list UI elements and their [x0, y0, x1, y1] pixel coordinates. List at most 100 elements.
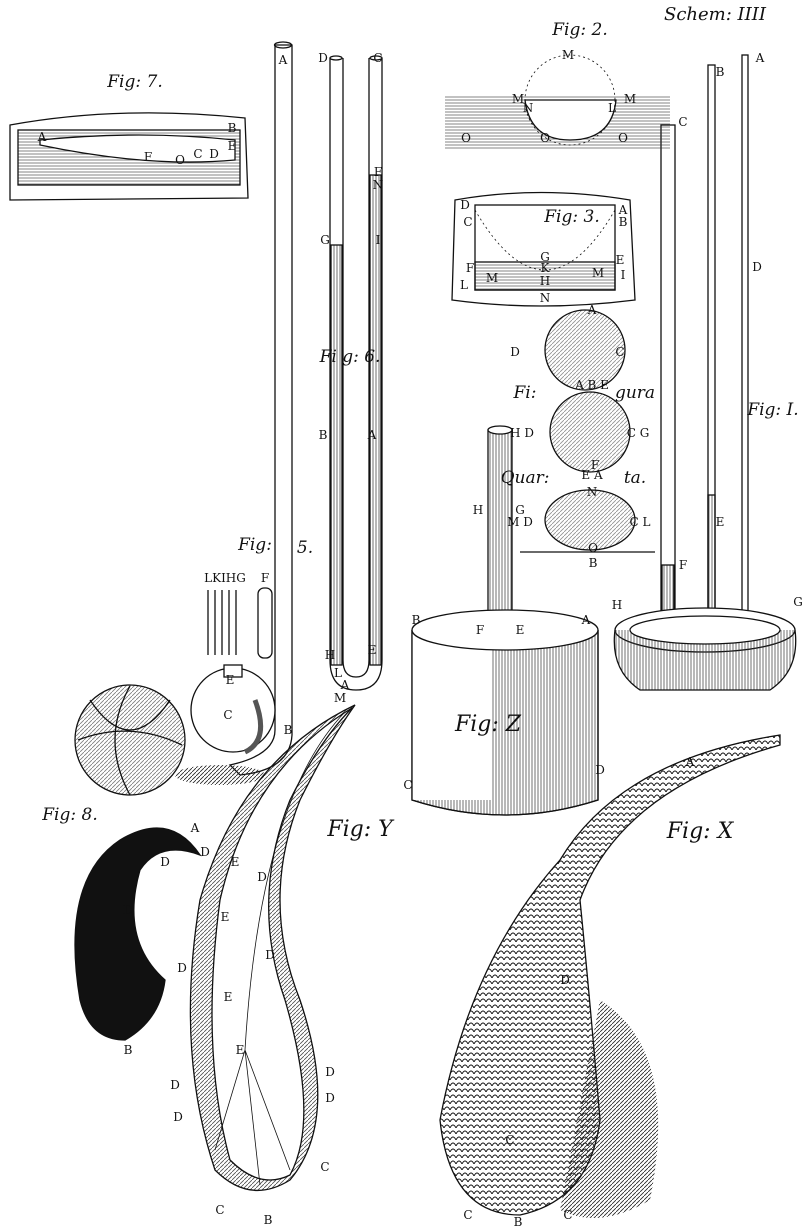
figure-letter-label: A — [685, 755, 695, 769]
figure-letter-label: E — [227, 139, 237, 153]
figure-letter-label: A — [755, 51, 765, 65]
figure-4-drops — [520, 309, 655, 553]
figure-letter-label: E — [230, 855, 240, 869]
figure-letter-label: D — [318, 51, 328, 65]
black-horn-figure — [74, 827, 202, 1041]
figure-6-title: Fi g: 6. — [319, 347, 381, 367]
figure-letter-label: A — [367, 428, 377, 442]
figure-x-horn — [439, 734, 781, 1218]
figure-letter-label: C — [403, 778, 413, 792]
figure-z-cylinder — [411, 425, 599, 816]
figure-letter-label: O — [175, 153, 185, 167]
figure-1-title: Fig: I. — [747, 400, 799, 420]
figure-letter-label: M — [623, 92, 637, 106]
figure-letter-label: A — [587, 303, 597, 317]
figure-letter-label: LKIHG — [204, 571, 246, 585]
figure-letter-label: E — [220, 910, 230, 924]
figure-letter-label: E — [223, 990, 233, 1004]
figure-z-title: Fig: Z — [454, 712, 522, 737]
figure-letter-label: O — [618, 131, 628, 145]
figure-7-capillary-box — [9, 112, 249, 201]
figure-letter-label: D — [595, 763, 605, 777]
figure-letter-label: D — [177, 961, 187, 975]
figure-letter-label: E — [715, 515, 725, 529]
figure-letter-label: L — [334, 666, 342, 680]
figure-letter-label: A — [340, 678, 350, 692]
figure-letter-label: B — [263, 1213, 273, 1227]
figure-letter-label: M — [485, 271, 499, 285]
figure-letter-label: K — [540, 261, 550, 275]
figure-letter-label: F — [373, 165, 383, 179]
figure-letter-label: D — [752, 260, 762, 274]
figure-letter-label: H D — [510, 426, 534, 440]
figure-letter-label: F — [143, 150, 153, 164]
figure-letter-label: O — [540, 131, 550, 145]
figure-5-tube-and-flask — [190, 41, 293, 776]
figure-letter-label: N — [586, 485, 598, 499]
figure-letter-label: G — [793, 595, 803, 609]
plate-title: Schem: IIII — [664, 4, 766, 25]
figure-letter-label: A — [581, 613, 591, 627]
figure-letter-label: E — [615, 253, 625, 267]
figure-letter-label: C — [215, 1203, 225, 1217]
figure-letter-label: F — [590, 458, 600, 472]
figure-letter-label: B — [588, 556, 598, 570]
figure-4-title-d: ta. — [623, 468, 647, 488]
figure-letter-label: C — [505, 1133, 515, 1147]
figure-5-title: Fig: — [238, 535, 272, 555]
figure-letter-label: C — [563, 1208, 573, 1222]
figure-letter-label: B — [715, 65, 725, 79]
figure-letter-label: E A — [581, 468, 603, 482]
figure-3-title: Fig: 3. — [544, 207, 600, 227]
figure-letter-label: I — [375, 233, 381, 247]
figure-letter-label: A — [37, 130, 47, 144]
figure-letter-label: N — [539, 291, 551, 305]
figure-letter-label: E — [367, 643, 377, 657]
figure-letter-label: I — [620, 268, 626, 282]
figure-letter-label: C — [373, 51, 383, 65]
figure-letter-label: H — [472, 503, 484, 517]
figure-letter-label: D — [170, 1078, 180, 1092]
figure-letter-label: L — [460, 278, 468, 292]
figure-letter-label: H — [324, 648, 336, 662]
figure-letter-label: B — [411, 613, 421, 627]
figure-letter-label: A B E — [575, 378, 609, 392]
figure-letter-label: F — [475, 623, 485, 637]
figure-letter-label: M — [591, 266, 605, 280]
figure-letter-label: A — [278, 53, 288, 67]
figure-letter-label: M D — [507, 515, 533, 529]
figure-letter-label: C — [463, 215, 473, 229]
figure-2-drop-on-surface — [445, 54, 670, 150]
figure-letter-label: D — [510, 345, 520, 359]
figure-letter-label: E — [235, 1043, 245, 1057]
figure-letter-label: C — [678, 115, 688, 129]
figure-letter-label: F — [465, 261, 475, 275]
figure-letter-label: B — [123, 1043, 133, 1057]
figure-letter-label: G — [515, 503, 525, 517]
figure-letter-label: C — [223, 708, 233, 722]
figure-letter-label: F — [678, 558, 688, 572]
figure-letter-label: F — [260, 571, 270, 585]
figure-letter-label: D — [173, 1110, 183, 1124]
figure-y-horn-section — [189, 704, 356, 1192]
figure-letter-label: L — [608, 101, 616, 115]
figure-letter-label: N — [522, 101, 534, 115]
figure-8-sphere — [74, 684, 265, 796]
figure-letter-label: N — [372, 178, 384, 192]
figure-4-title-c: Quar: — [500, 468, 550, 488]
figure-letter-label: D — [200, 845, 210, 859]
figure-letter-label: C — [463, 1208, 473, 1222]
figure-x-title: Fig: X — [666, 819, 734, 844]
figure-y-title: Fig: Y — [327, 817, 393, 842]
figure-7-title: Fig: 7. — [107, 72, 163, 92]
figure-letter-label: M — [333, 691, 347, 705]
figure-letter-label: G — [320, 233, 330, 247]
figure-letter-label: D — [160, 855, 170, 869]
figure-letter-label: E — [225, 673, 235, 687]
figure-4-title-a: Fi: — [513, 383, 537, 403]
figure-letter-label: C — [320, 1160, 330, 1174]
figure-letter-label: C L — [629, 515, 651, 529]
figure-letter-label: D — [325, 1065, 335, 1079]
